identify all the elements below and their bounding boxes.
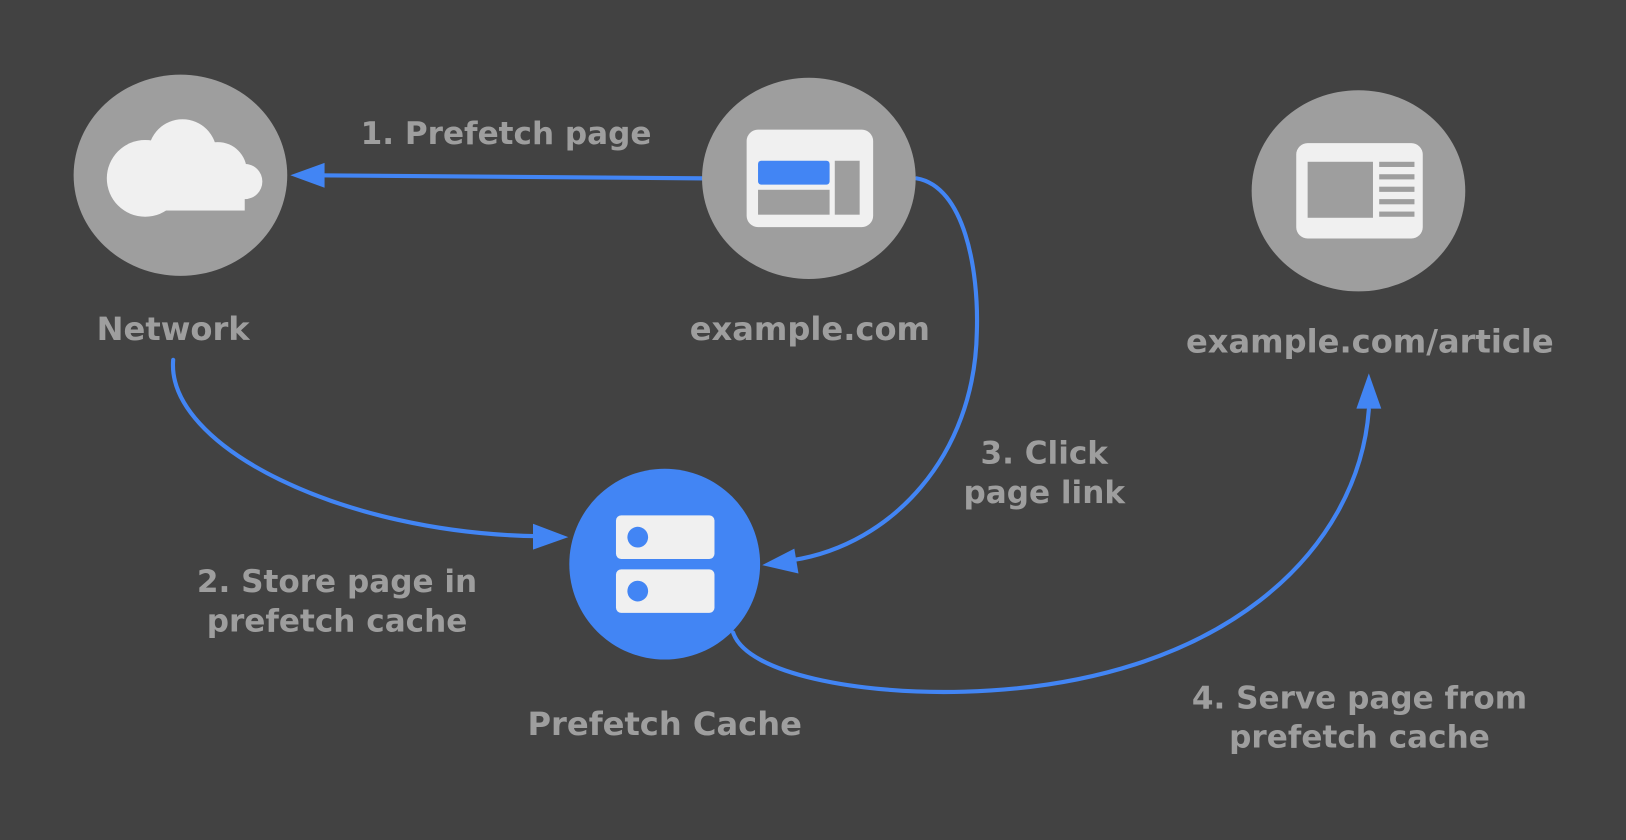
node-label-article: example.com/article: [1186, 323, 1554, 361]
edge-store-page: [171, 357, 569, 550]
step1-label: 1. Prefetch page: [361, 116, 652, 152]
node-example-article: example.com/article: [1186, 90, 1554, 361]
step3-label-line1: 3. Click: [980, 436, 1109, 472]
node-example-com: example.com: [690, 77, 930, 348]
article-page-icon: [1296, 143, 1423, 239]
edge-prefetch-page: [290, 162, 708, 188]
step4-label-line2: prefetch cache: [1229, 720, 1490, 756]
node-network: Network: [73, 74, 288, 348]
step3-label-line2: page link: [963, 475, 1126, 511]
edge-serve-page: [731, 373, 1382, 695]
edge-click-link: [762, 176, 980, 574]
node-label-network: Network: [97, 310, 251, 348]
step4-label-line1: 4. Serve page from: [1192, 680, 1527, 716]
node-prefetch-cache: Prefetch Cache: [528, 468, 802, 743]
step2-label-line2: prefetch cache: [207, 604, 468, 640]
step2-label-line1: 2. Store page in: [197, 564, 477, 600]
cloud-icon: [106, 119, 263, 217]
node-label-cache: Prefetch Cache: [528, 705, 802, 743]
node-label-example: example.com: [690, 310, 930, 348]
server-storage-icon: [615, 515, 715, 613]
webpage-icon: [746, 129, 874, 228]
